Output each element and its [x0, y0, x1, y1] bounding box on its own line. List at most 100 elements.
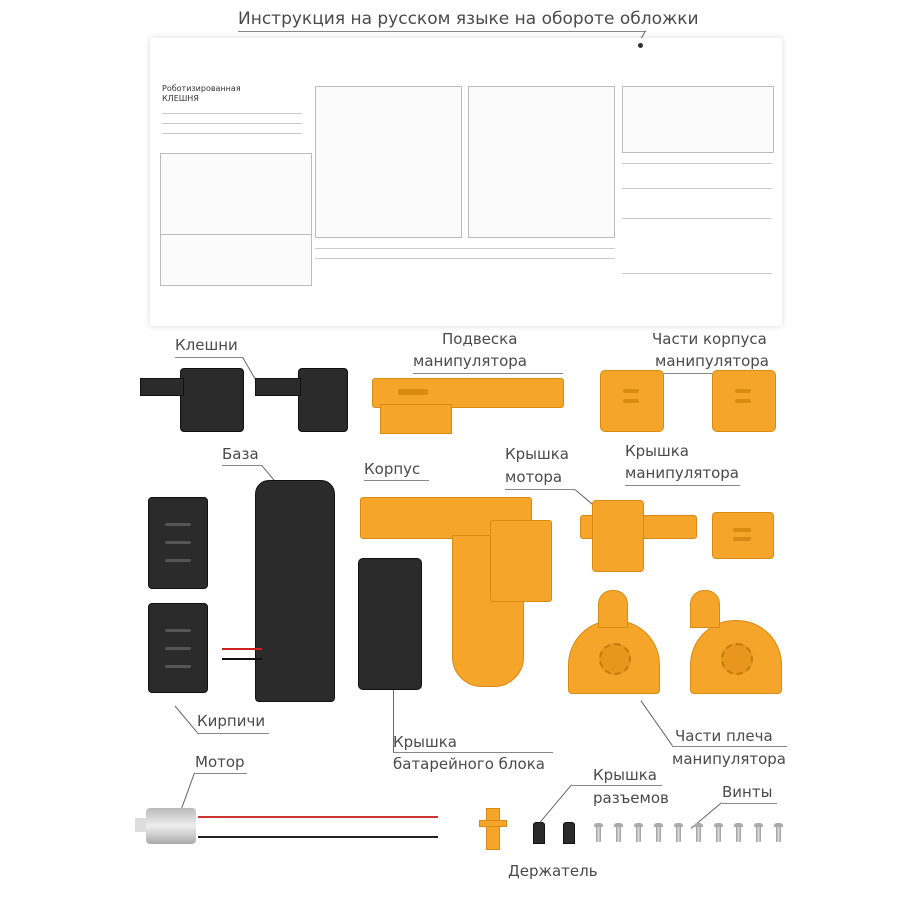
- slot: [165, 523, 191, 526]
- underline: [672, 746, 787, 747]
- underline: [175, 357, 243, 358]
- base-part: [255, 480, 335, 702]
- label-suspension-1: Подвеска: [442, 330, 518, 348]
- label-manip-cover-2: манипулятора: [625, 464, 739, 482]
- slot: [735, 389, 751, 393]
- body-part: [600, 370, 664, 432]
- suspension-part: [372, 378, 564, 408]
- motor-shaft: [135, 818, 147, 832]
- text-line: [622, 273, 772, 274]
- screw: [594, 823, 603, 842]
- text-line: [162, 133, 302, 134]
- underline: [222, 465, 262, 466]
- slot: [398, 389, 428, 395]
- text-line: [162, 113, 302, 114]
- slot: [165, 559, 191, 562]
- manip-cover-part: [712, 512, 774, 559]
- label-housing: Корпус: [364, 460, 421, 478]
- text-line: [622, 163, 772, 164]
- screw: [674, 823, 683, 842]
- black-wire: [198, 836, 438, 838]
- shoulder-part-arm: [598, 590, 628, 628]
- title-underline: [238, 31, 646, 32]
- text-line: [622, 218, 772, 219]
- slot: [165, 665, 191, 668]
- claw-part: [180, 368, 244, 432]
- leader-line: [393, 690, 394, 752]
- underline: [625, 485, 740, 486]
- instruction-sheet: Роботизированная КЛЕШНЯ: [150, 38, 782, 326]
- underline: [393, 752, 553, 753]
- header-title: Инструкция на русском языке на обороте о…: [238, 9, 699, 29]
- motor-part: [146, 808, 196, 844]
- slot: [733, 537, 751, 541]
- label-connector-cover-1: Крышка: [593, 766, 657, 784]
- label-battery-cover-2: батарейного блока: [393, 755, 545, 773]
- underline: [722, 803, 777, 804]
- leader-dot: [638, 43, 643, 48]
- slot: [735, 399, 751, 403]
- gear-icon: [599, 643, 631, 675]
- claw-part: [298, 368, 348, 432]
- holder-part: [486, 808, 500, 850]
- housing-part-side: [490, 520, 552, 602]
- label-shoulder-2: манипулятора: [672, 750, 786, 768]
- claw-arm: [255, 378, 301, 396]
- slot: [165, 647, 191, 650]
- motor-cover-part-body: [592, 500, 644, 572]
- label-screws: Винты: [722, 783, 773, 801]
- sheet-title-2: КЛЕШНЯ: [162, 94, 199, 103]
- leader-line: [174, 705, 198, 733]
- leader-line: [539, 784, 572, 824]
- base-wires: [222, 648, 262, 660]
- leader-line: [640, 700, 673, 746]
- battery-cover-part: [358, 558, 422, 690]
- screw: [634, 823, 643, 842]
- screw: [734, 823, 743, 842]
- shoulder-part: [568, 620, 660, 694]
- label-body-parts-1: Части корпуса: [652, 330, 767, 348]
- screw: [654, 823, 663, 842]
- screw: [714, 823, 723, 842]
- sheet-panel: [160, 153, 312, 235]
- sheet-panel: [468, 86, 615, 238]
- screw: [774, 823, 783, 842]
- body-part: [712, 370, 776, 432]
- slot: [623, 389, 639, 393]
- suspension-part-lower: [380, 404, 452, 434]
- label-manip-cover-1: Крышка: [625, 442, 689, 460]
- screw: [754, 823, 763, 842]
- text-line: [315, 248, 615, 249]
- underline: [364, 480, 429, 481]
- gear-icon: [721, 643, 753, 675]
- label-connector-cover-2: разъемов: [593, 789, 669, 807]
- underline: [197, 733, 269, 734]
- sheet-panel: [315, 86, 462, 238]
- label-motor: Мотор: [195, 753, 245, 771]
- red-wire: [198, 816, 438, 818]
- claw-arm: [140, 378, 184, 396]
- text-line: [162, 123, 302, 124]
- brick: [148, 603, 208, 693]
- holder-flange: [479, 820, 507, 827]
- connector-cover-part: [563, 822, 575, 844]
- label-battery-cover-1: Крышка: [393, 733, 457, 751]
- underline: [572, 785, 662, 786]
- label-motor-cover-2: мотора: [505, 468, 563, 486]
- underline: [413, 373, 563, 374]
- sheet-panel: [622, 86, 774, 153]
- underline: [195, 773, 247, 774]
- screw: [614, 823, 623, 842]
- slot: [623, 399, 639, 403]
- label-holder: Держатель: [508, 862, 598, 880]
- sheet-panel: [160, 234, 312, 286]
- shoulder-part: [690, 620, 782, 694]
- label-suspension-2: манипулятора: [413, 352, 527, 370]
- slot: [165, 541, 191, 544]
- connector-cover-part: [533, 822, 545, 844]
- brick: [148, 497, 208, 589]
- sheet-title-1: Роботизированная: [162, 84, 241, 93]
- label-base: База: [222, 445, 259, 463]
- leader-line: [574, 489, 594, 506]
